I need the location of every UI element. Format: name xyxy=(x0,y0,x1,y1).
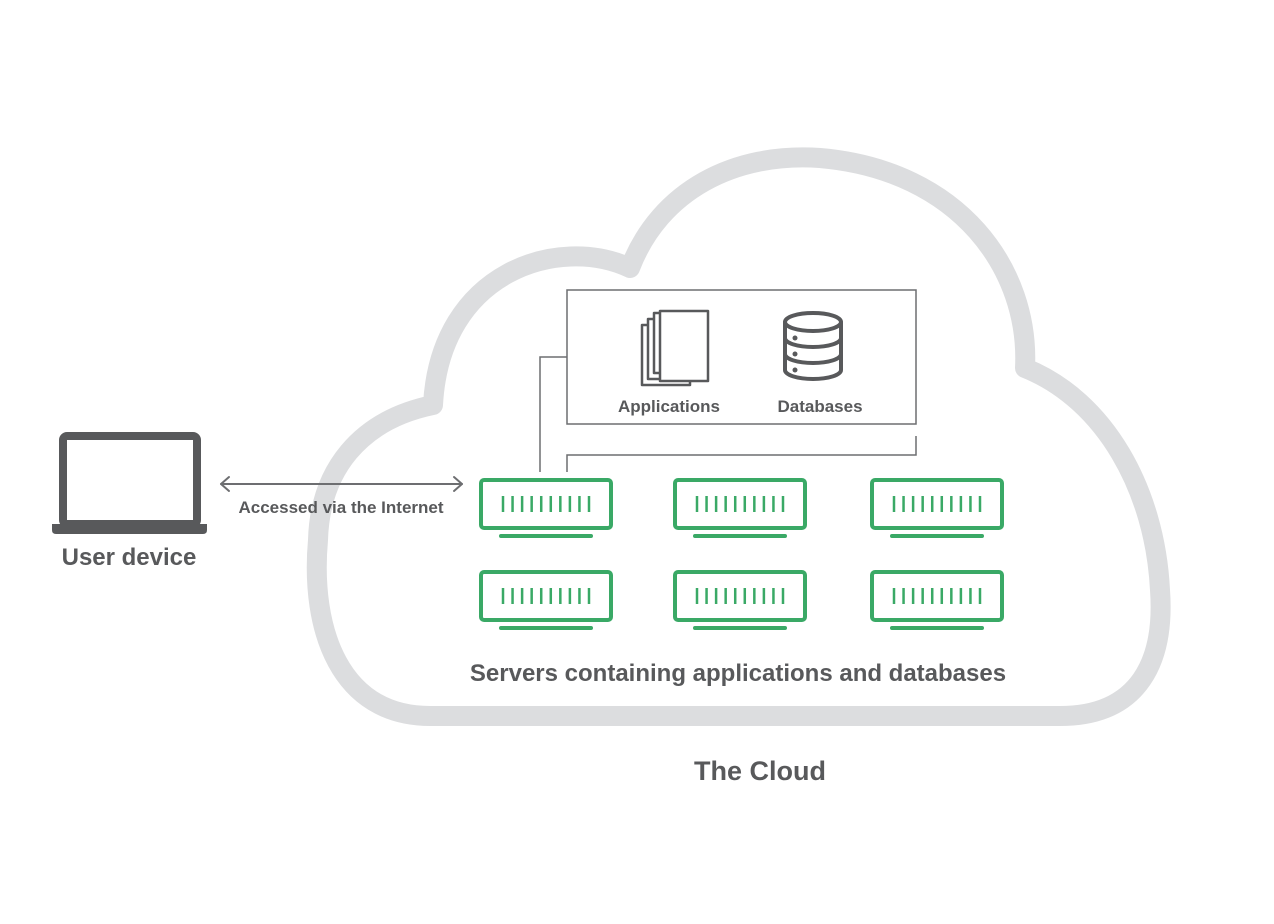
server-grid xyxy=(479,478,1004,630)
applications-label: Applications xyxy=(618,397,720,416)
app-db-box xyxy=(566,289,917,425)
user-device-label: User device xyxy=(62,544,197,571)
laptop-icon xyxy=(52,432,207,534)
database-dots xyxy=(792,335,798,373)
server-rack-icon xyxy=(479,570,613,630)
server-body xyxy=(479,478,613,530)
stacked-documents-icon xyxy=(640,309,710,387)
box-connector-left xyxy=(539,356,567,472)
servers-label: Servers containing applications and data… xyxy=(470,660,1006,687)
server-rack-icon xyxy=(870,478,1004,538)
server-rack-icon xyxy=(673,570,807,630)
connection-label: Accessed via the Internet xyxy=(238,498,443,517)
server-body xyxy=(673,478,807,530)
server-rack-icon xyxy=(870,570,1004,630)
database-cylinder-icon xyxy=(783,311,843,381)
cloud-outline xyxy=(306,147,1171,726)
server-rack-icon xyxy=(673,478,807,538)
server-body xyxy=(870,570,1004,622)
server-rack-icon xyxy=(479,478,613,538)
server-body xyxy=(479,570,613,622)
server-body xyxy=(870,478,1004,530)
cloud-label: The Cloud xyxy=(694,756,826,786)
double-arrow-icon xyxy=(220,476,463,492)
databases-label: Databases xyxy=(777,397,862,416)
box-connector-bottom xyxy=(566,436,917,472)
server-body xyxy=(673,570,807,622)
